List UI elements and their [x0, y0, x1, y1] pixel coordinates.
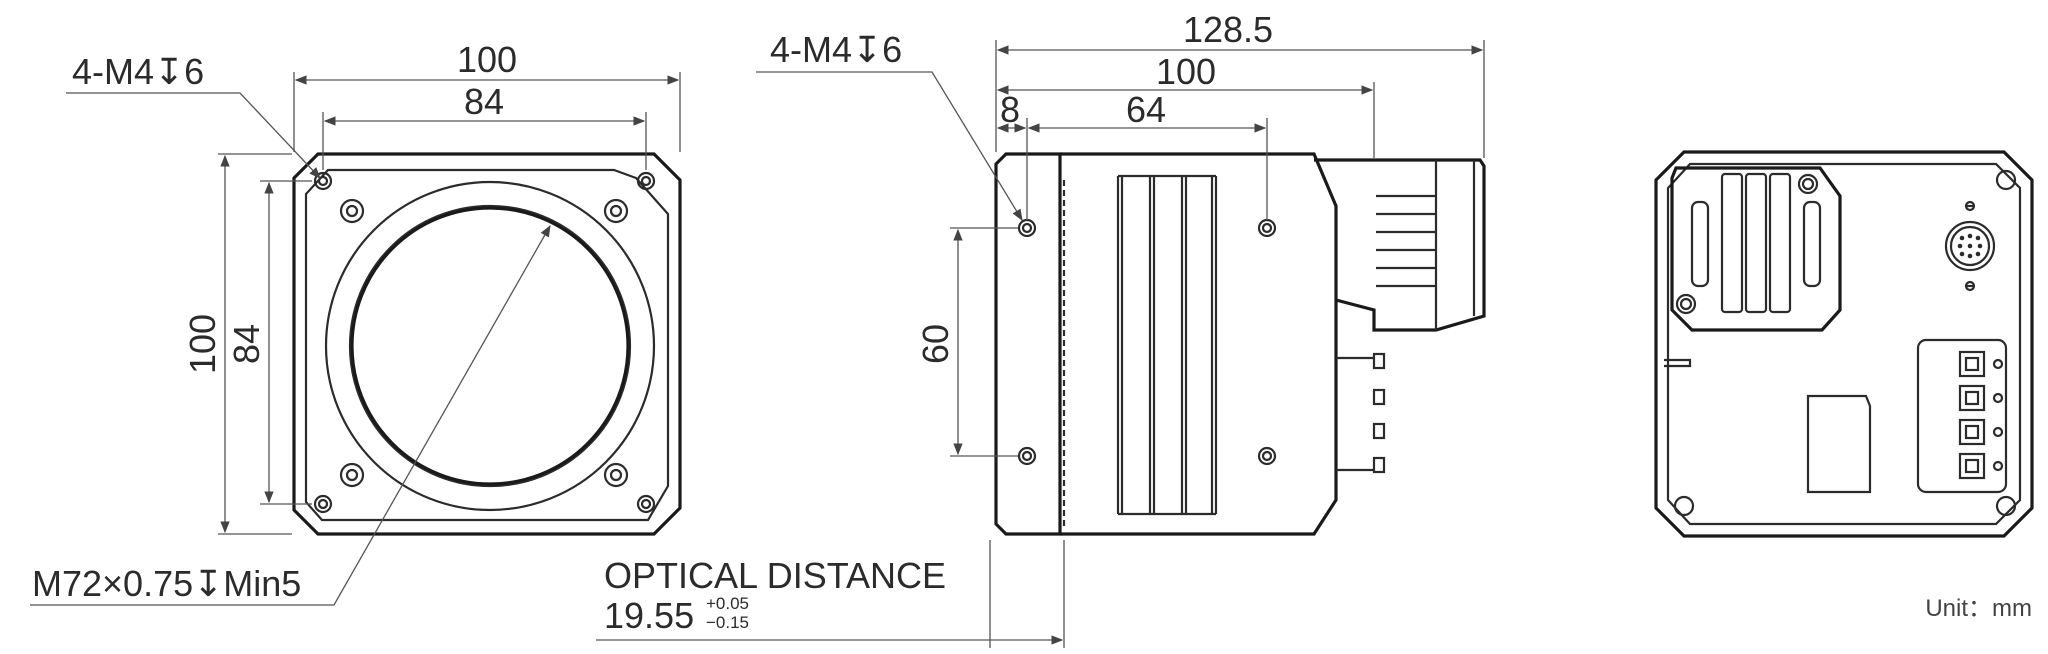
side-offset-label: 8 [1000, 89, 1020, 130]
side-cooling-ribs [1116, 174, 1218, 516]
side-optical-label: OPTICAL DISTANCE [604, 555, 946, 596]
front-width-outer-label: 100 [457, 39, 517, 80]
connector-pin-icon [1944, 200, 1996, 292]
back-io-panel [1916, 338, 2008, 494]
back-fan-plate [1670, 166, 1842, 332]
side-length-body-label: 100 [1156, 51, 1216, 92]
back-side-notch [1664, 358, 1692, 368]
side-fan-housing [1314, 158, 1486, 332]
back-corner-hole [1995, 169, 2017, 191]
front-height-outer-label: 100 [182, 314, 223, 374]
front-lens-mount-outer [324, 180, 656, 512]
front-inner-plate [304, 168, 670, 522]
front-hole-callout: 4-M4↧6 [72, 51, 204, 92]
back-view: Unit：mm [1654, 150, 2034, 622]
unit-label: Unit：mm [1925, 595, 2032, 622]
front-width-inner-label: 84 [464, 81, 504, 122]
front-outer-body [292, 152, 682, 536]
back-fan-vents [1690, 172, 1822, 314]
side-connectors [1336, 352, 1386, 474]
back-corner-hole [1995, 495, 2017, 517]
front-corner-holes [313, 171, 656, 514]
side-hole-callout: 4-M4↧6 [770, 29, 902, 70]
led-indicator-icon [1958, 350, 2004, 480]
back-inner-plate [1666, 162, 2022, 526]
side-hole-leader [756, 71, 1023, 221]
front-sensor-opening [350, 206, 630, 486]
front-lens-mount-ring [348, 204, 632, 488]
front-thread-callout: M72×0.75↧Min5 [32, 563, 301, 604]
side-fan-fins [1376, 160, 1476, 330]
side-hole-spacing-v-label: 60 [915, 324, 956, 364]
side-mount-holes [1017, 218, 1277, 466]
front-height-inner-label: 84 [226, 324, 267, 364]
side-body [1060, 152, 1338, 536]
front-hole-leader [66, 92, 321, 179]
side-hole-spacing-h-label: 64 [1126, 89, 1166, 130]
back-fan-holes [1675, 173, 1819, 315]
side-optical-value: 19.55 [604, 595, 694, 636]
front-mount-holes [339, 198, 629, 488]
back-outer-body [1654, 150, 2034, 538]
side-optical-tol-plus: +0.05 [706, 594, 749, 613]
side-length-total-label: 128.5 [1183, 9, 1273, 50]
front-view: 100 84 100 84 4-M4↧6 M72×0.75↧Min5 [30, 39, 682, 606]
back-corner-hole [1673, 495, 1695, 517]
side-view: 128.5 100 8 64 60 4-M4↧6 OPTICAL DISTANC… [596, 9, 1486, 648]
side-flange [994, 152, 1062, 536]
front-thread-leader [30, 224, 551, 606]
back-label-plate [1806, 394, 1872, 494]
side-optical-tol-minus: −0.15 [706, 613, 749, 632]
